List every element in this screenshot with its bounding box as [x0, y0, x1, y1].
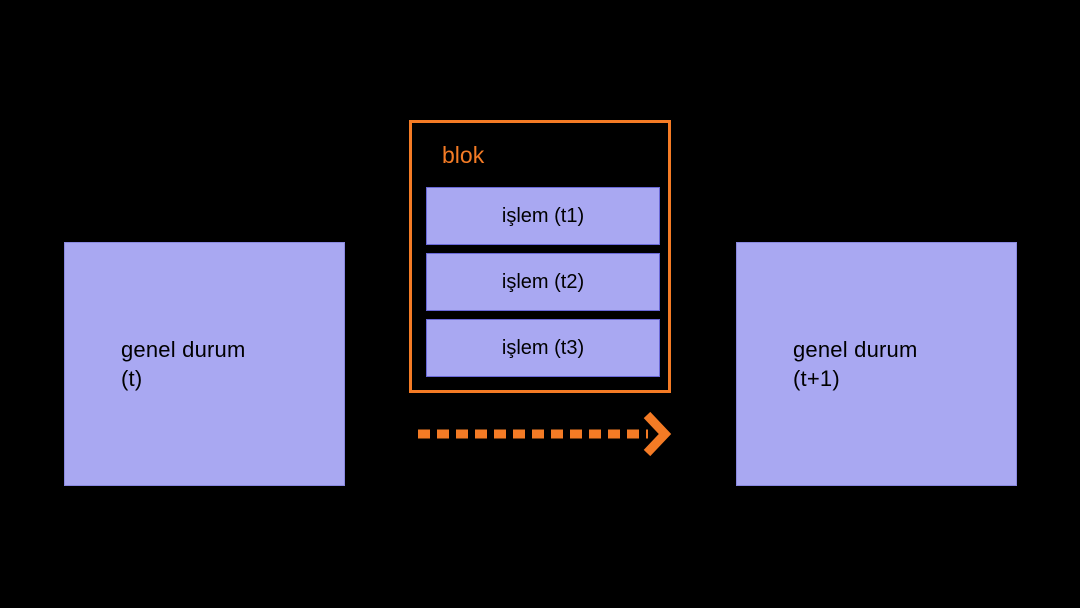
transaction-list: işlem (t1) işlem (t2) işlem (t3) — [426, 187, 660, 377]
state-right-line1: genel durum — [793, 337, 918, 362]
block-title-label: blok — [442, 142, 485, 168]
transaction-label-t2: işlem (t2) — [501, 271, 585, 293]
block-group[interactable]: blok işlem (t1) işlem (t2) işlem (t3) — [409, 120, 671, 393]
state-left-line1: genel durum — [121, 337, 246, 362]
transaction-box-t1[interactable]: işlem (t1) — [426, 187, 660, 245]
state-right-line2: (t+1) — [793, 366, 840, 391]
state-box-genel-durum-t[interactable]: genel durum (t) — [64, 242, 345, 486]
transaction-box-t3[interactable]: işlem (t3) — [426, 319, 660, 377]
transaction-label-t1: işlem (t1) — [501, 205, 585, 227]
arrow-head — [643, 411, 672, 457]
transaction-label-t3: işlem (t3) — [501, 337, 585, 359]
state-box-genel-durum-t-plus-1[interactable]: genel durum (t+1) — [736, 242, 1017, 486]
transaction-box-t2[interactable]: işlem (t2) — [426, 253, 660, 311]
state-left-line2: (t) — [121, 366, 143, 391]
dashed-arrow-right-icon — [418, 411, 672, 457]
